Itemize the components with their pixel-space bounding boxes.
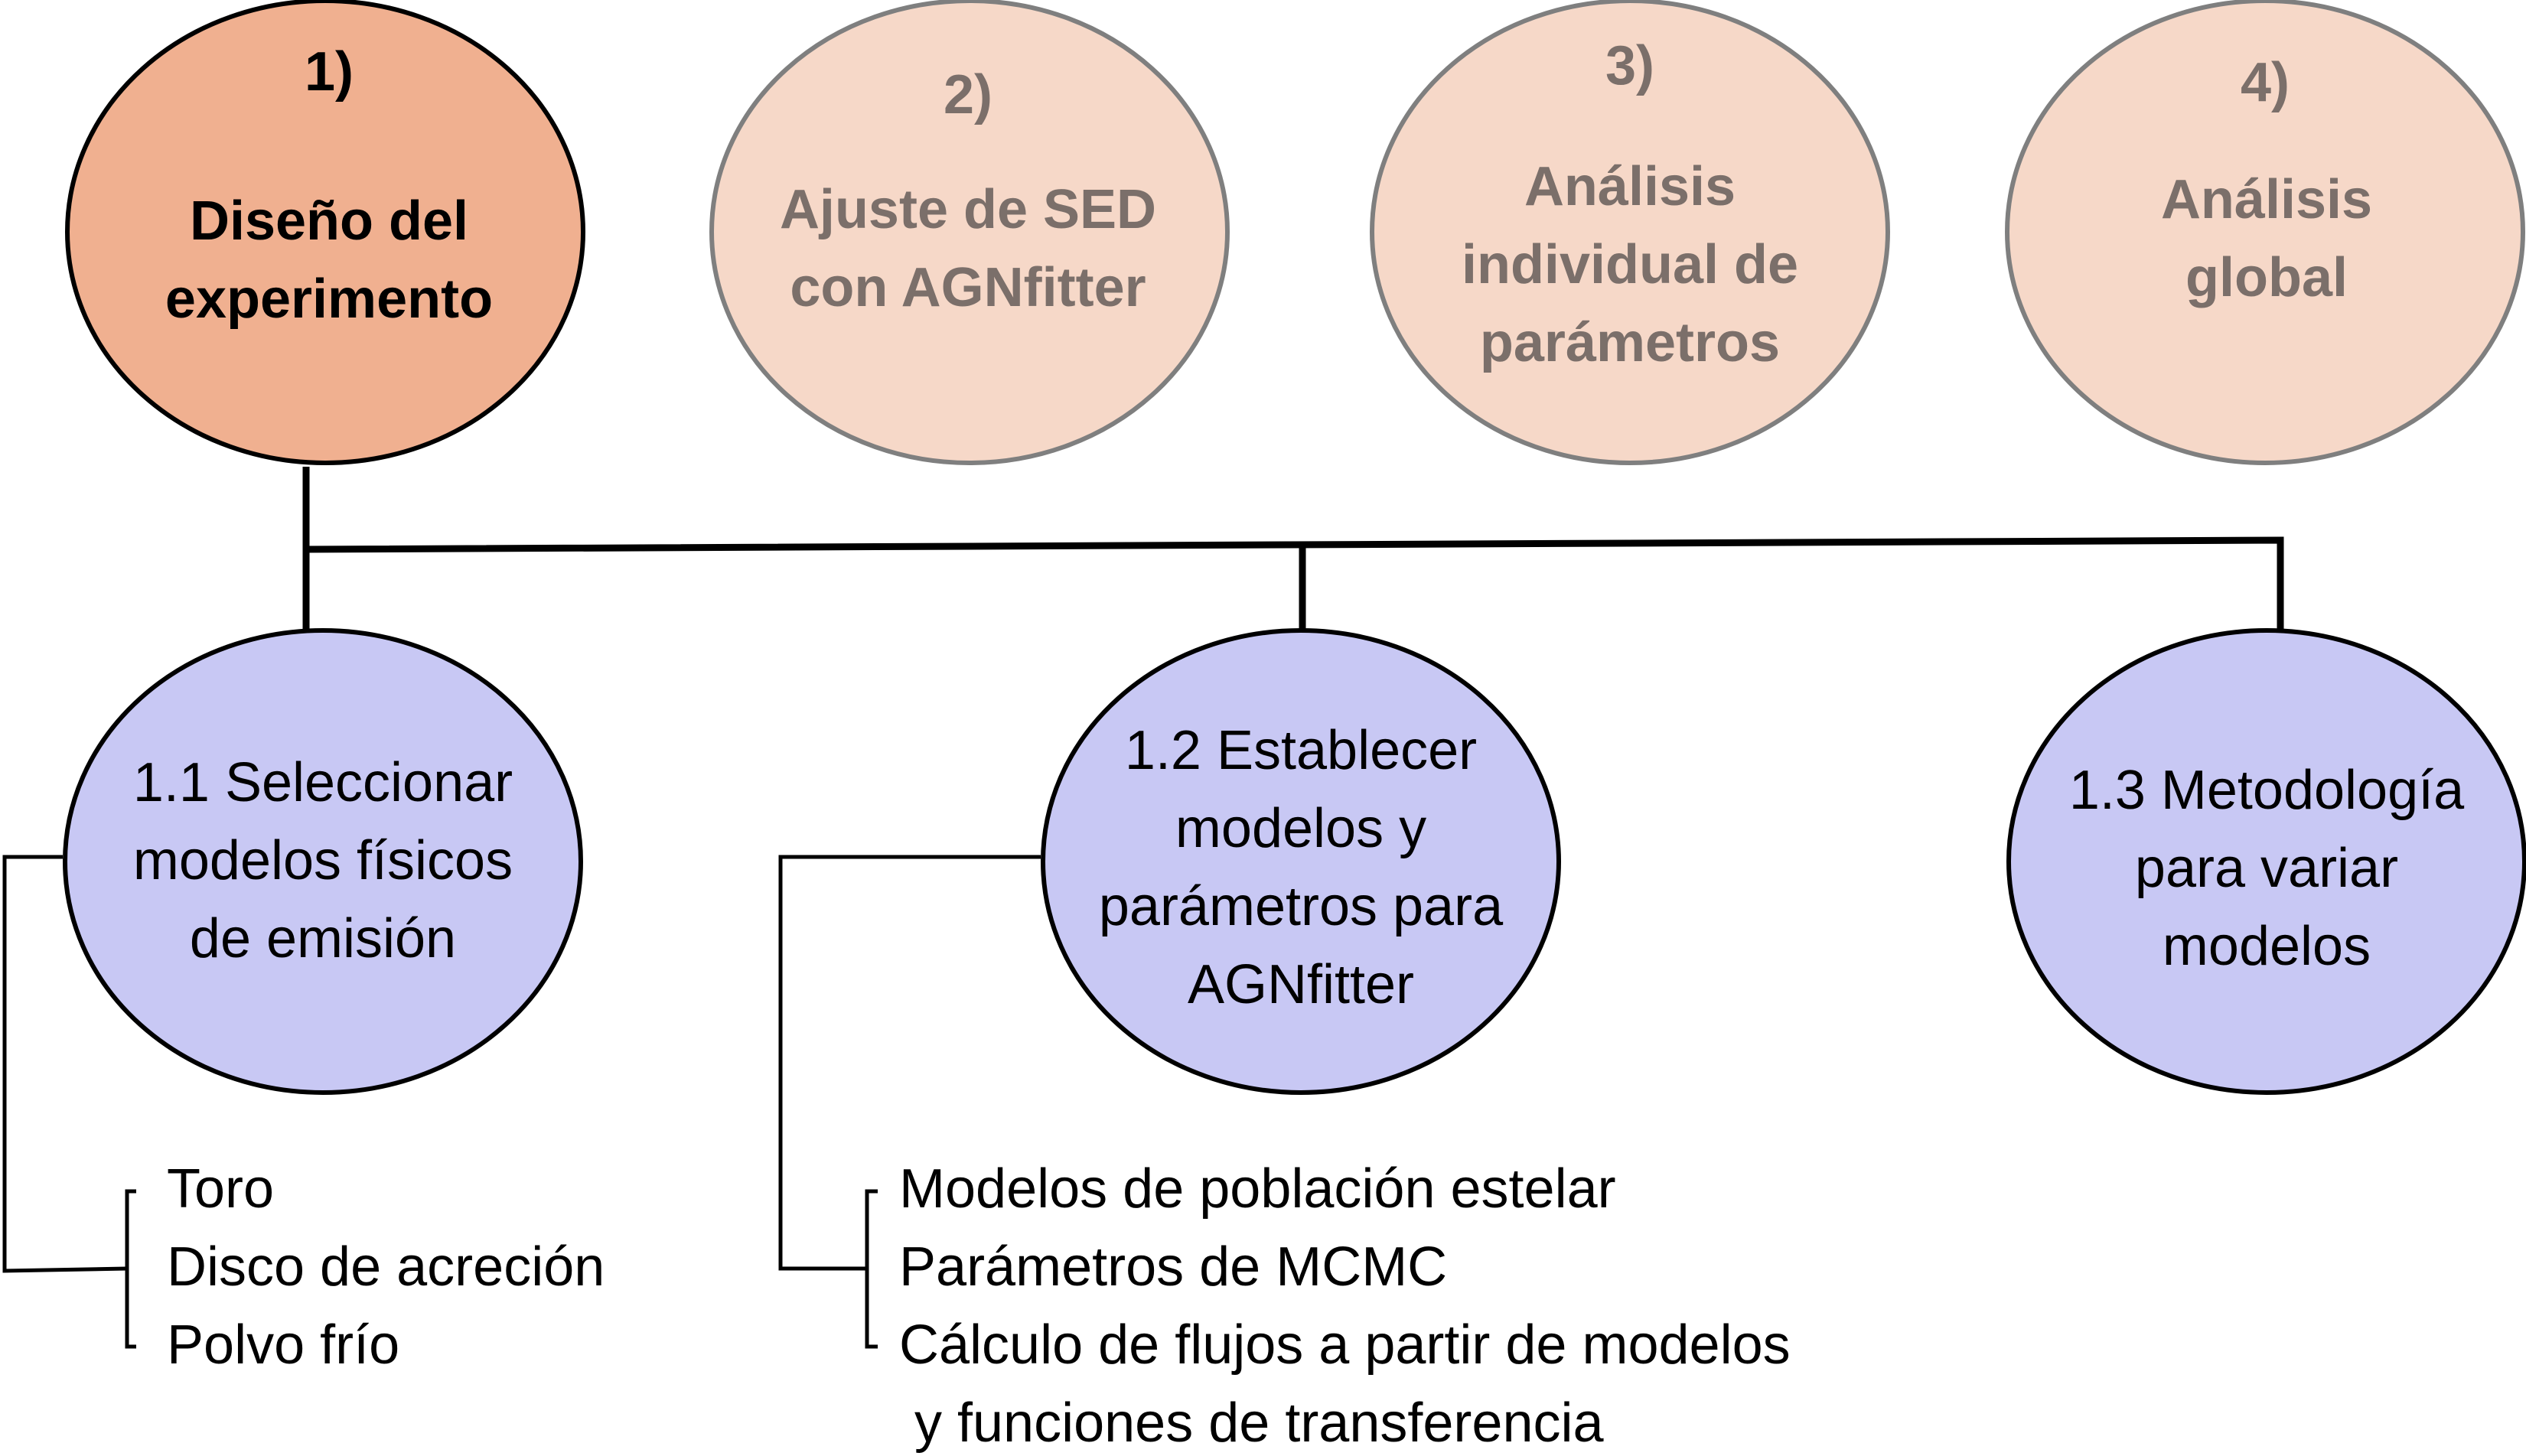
list-brackets [2,855,1041,1349]
substep-1-3-line-3: modelos [2163,916,2371,977]
step-4-ellipse [2005,0,2525,465]
substep-1-3-line-1: 1.3 Metodología [2069,760,2465,821]
substep-1-1-line-3: de emisión [190,908,456,969]
substep-1-1: 1.1 Seleccionar modelos físicos de emisi… [63,628,583,1095]
bracket-left-connector [2,855,128,1273]
substep-1-2-line-3: parámetros para [1099,876,1504,937]
bracket-mid [865,1189,878,1349]
substep-1-1-line-2: modelos físicos [133,830,513,891]
substep-1-2-line-2: modelos y [1175,798,1426,859]
step-2-ellipse [709,0,1230,465]
step-2-title-line-2: con AGNfitter [790,257,1146,318]
substep-1-2-line-4: AGNfitter [1188,954,1414,1015]
step-4-title-line-2: global [2185,247,2348,308]
list-1-2-item: Modelos de población estelar [899,1158,1616,1220]
substep-1-1-line-1: 1.1 Seleccionar [133,752,513,813]
list-1-1-item: Polvo frío [167,1314,399,1376]
step-3-ellipse [1370,0,1890,465]
step-4: 4) Análisis global [2005,0,2525,465]
substep-1-2: 1.2 Establecer modelos y parámetros para… [1041,628,1561,1095]
list-1-1: Toro Disco de acreción Polvo frío [167,1158,605,1376]
step-2: 2) Ajuste de SED con AGNfitter [709,0,1230,465]
substep-1-3-ellipse [2006,628,2526,1095]
substep-1-2-ellipse [1041,628,1561,1095]
step-3-title-line-1: Análisis [1524,156,1736,217]
substep-1-3-line-2: para variar [2135,838,2398,899]
step-3-title-line-3: parámetros [1480,312,1780,373]
substep-1-3: 1.3 Metodología para variar modelos [2006,628,2526,1095]
step-1-title-line-1: Diseño del [190,191,468,252]
step-2-title-line-1: Ajuste de SED [780,179,1156,240]
list-1-2-item: y funciones de transferencia [899,1392,1604,1454]
list-1-1-item: Disco de acreción [167,1236,605,1298]
step-1: 1) Diseño del experimento [65,0,585,465]
step-1-number: 1) [305,41,354,103]
bracket-left [125,1189,136,1349]
step-3: 3) Análisis individual de parámetros [1370,0,1890,465]
step-2-number: 2) [944,64,992,125]
step-4-title-line-1: Análisis [2161,169,2372,230]
connector-branch-bar [305,536,2284,631]
list-1-2: Modelos de población estelar Parámetros … [899,1158,1791,1454]
step-1-title-line-2: experimento [165,269,493,330]
substep-1-2-line-1: 1.2 Establecer [1125,720,1477,781]
step-3-title-line-2: individual de [1462,234,1798,295]
bracket-mid-connector [778,855,1041,1271]
step-4-number: 4) [2241,52,2290,113]
list-1-2-item: Cálculo de flujos a partir de modelos [899,1314,1791,1376]
connectors [302,467,2284,631]
step-1-ellipse [65,0,585,465]
list-1-2-item: Parámetros de MCMC [899,1236,1447,1298]
substep-1-1-ellipse [63,628,583,1095]
list-1-1-item: Toro [167,1158,274,1220]
step-3-number: 3) [1605,35,1654,96]
